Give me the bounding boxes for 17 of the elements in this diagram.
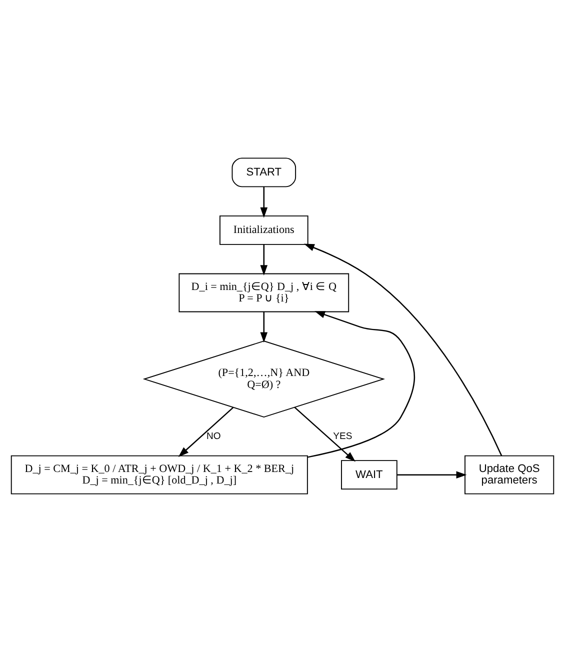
arrow	[294, 406, 356, 462]
edge-label: YES	[333, 430, 352, 442]
node-box: WAIT	[341, 460, 398, 490]
arrow	[260, 244, 268, 276]
node-box: D_j = CM_j = K_0 / ATR_j + OWD_j / K_1 + K_2 * BER_j D_j = min_{j∈Q} [old_D_j , D_j]	[10, 455, 308, 494]
node-box: D_i = min_{j∈Q} D_j , ∀i ∈ Q P = P ∪ {i}	[178, 273, 350, 312]
arrow	[260, 186, 268, 218]
edge-label: NO	[206, 430, 221, 442]
arrow	[260, 312, 268, 343]
node-box: Initializations	[219, 215, 308, 245]
node-box: START	[232, 158, 296, 188]
node-box: Update QoS parameters	[464, 455, 554, 494]
arrow	[178, 407, 234, 457]
arrow	[308, 311, 415, 458]
node-diamond: (P={1,2,…,N} AND Q=Ø) ?	[142, 340, 385, 418]
arrow	[397, 471, 467, 478]
arrow	[304, 244, 502, 456]
